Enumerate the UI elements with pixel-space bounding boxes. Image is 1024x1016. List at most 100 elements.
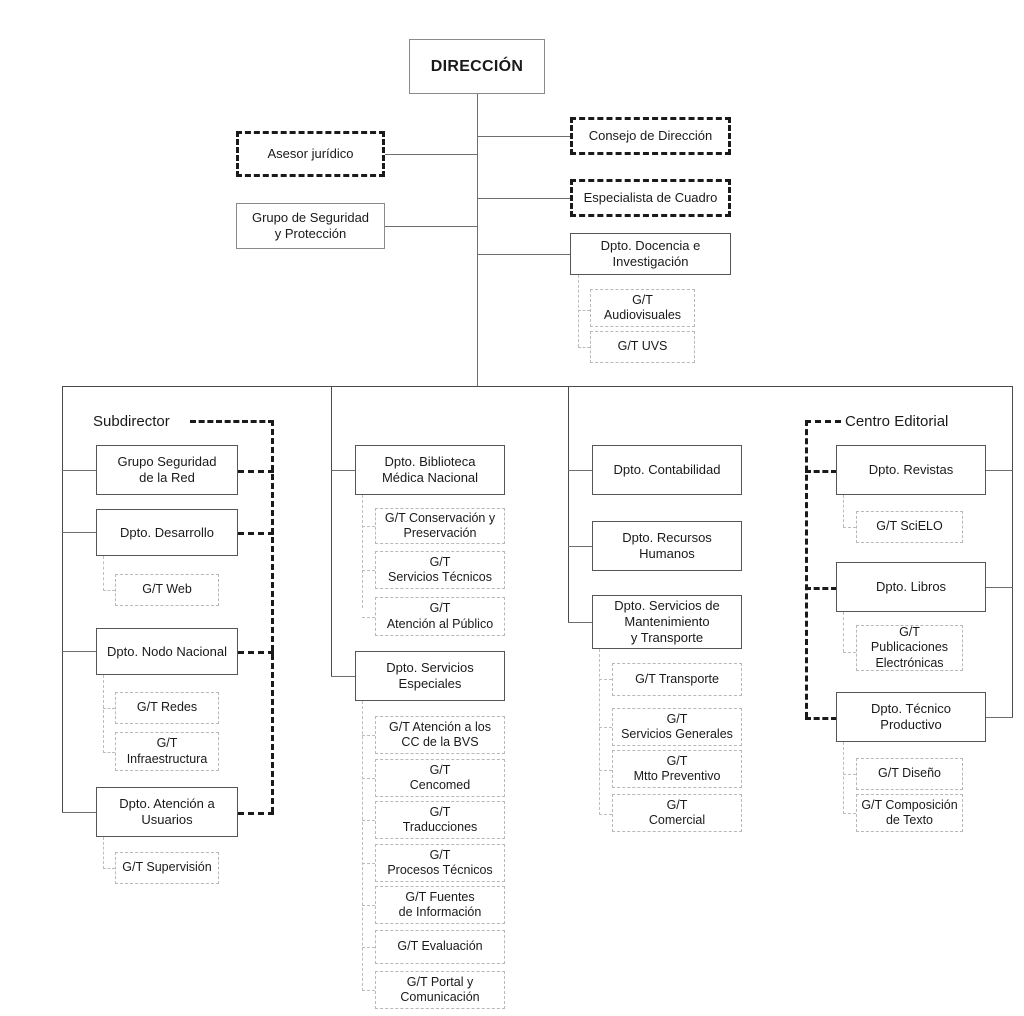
dashed-link-dpto-libros	[805, 587, 837, 590]
connector-gt-composicion-texto	[843, 813, 856, 814]
node-dpto-revistas[interactable]: Dpto. Revistas	[836, 445, 986, 495]
spine-atencion-groups	[103, 837, 104, 869]
connector-grupo-seguridad-red	[62, 470, 96, 471]
group-label-centro-editorial: Centro Editorial	[845, 413, 949, 430]
node-dpto-recursos-humanos[interactable]: Dpto. Recursos Humanos	[592, 521, 742, 571]
connector-dpto-nodo-nacional	[62, 651, 96, 652]
node-dpto-servicios-mantenimiento-transporte[interactable]: Dpto. Servicios de Mantenimiento y Trans…	[592, 595, 742, 649]
node-gt-redes[interactable]: G/T Redes	[115, 692, 219, 724]
node-dpto-biblioteca-medica-nacional[interactable]: Dpto. Biblioteca Médica Nacional	[355, 445, 505, 495]
node-gt-web[interactable]: G/T Web	[115, 574, 219, 606]
node-gt-transporte[interactable]: G/T Transporte	[612, 663, 742, 696]
node-gt-supervision[interactable]: G/T Supervisión	[115, 852, 219, 884]
connector-gt-publicaciones-electronicas	[843, 652, 856, 653]
node-gt-uvs[interactable]: G/T UVS	[590, 331, 695, 363]
node-gt-atencion-cc-bvs[interactable]: G/T Atención a los CC de la BVS	[375, 716, 505, 754]
node-dpto-desarrollo[interactable]: Dpto. Desarrollo	[96, 509, 238, 556]
connector-dpto-libros-right	[986, 587, 1013, 588]
node-dpto-docencia-investigacion[interactable]: Dpto. Docencia e Investigación	[570, 233, 731, 275]
node-consejo-direccion[interactable]: Consejo de Dirección	[570, 117, 731, 155]
spine-mantenimiento-groups	[599, 649, 600, 815]
node-dpto-nodo-nacional[interactable]: Dpto. Nodo Nacional	[96, 628, 238, 675]
connector-dpto-tecnico-productivo-right	[986, 717, 1013, 718]
spine-docencia-groups	[578, 275, 579, 347]
node-gt-mtto-preventivo[interactable]: G/T Mtto Preventivo	[612, 750, 742, 788]
connector-dpto-biblioteca	[331, 470, 355, 471]
connector-gt-atencion-cc-bvs	[362, 735, 375, 736]
trunk-line-main	[477, 94, 478, 386]
dashed-link-dpto-revistas	[805, 470, 837, 473]
node-dpto-tecnico-productivo[interactable]: Dpto. Técnico Productivo	[836, 692, 986, 742]
connector-consejo-direccion	[477, 136, 570, 137]
node-asesor-juridico[interactable]: Asesor jurídico	[236, 131, 385, 177]
node-gt-diseno[interactable]: G/T Diseño	[856, 758, 963, 790]
node-gt-atencion-al-publico[interactable]: G/T Atención al Público	[375, 597, 505, 636]
connector-gt-servicios-tecnicos	[362, 570, 375, 571]
dashed-link-dpto-tecnico-productivo	[805, 717, 837, 720]
dashed-bracket-subdirector-spine	[271, 420, 274, 813]
connector-dpto-servicios-mantenimiento	[568, 622, 592, 623]
node-gt-audiovisuales[interactable]: G/T Audiovisuales	[590, 289, 695, 327]
connector-gt-scielo	[843, 527, 856, 528]
spine-desarrollo-groups	[103, 556, 104, 591]
column-spine-biblioteca	[331, 386, 332, 677]
node-dpto-contabilidad[interactable]: Dpto. Contabilidad	[592, 445, 742, 495]
node-grupo-seguridad-proteccion[interactable]: Grupo de Seguridad y Protección	[236, 203, 385, 249]
node-dpto-atencion-usuarios[interactable]: Dpto. Atención a Usuarios	[96, 787, 238, 837]
node-dpto-libros[interactable]: Dpto. Libros	[836, 562, 986, 612]
connector-dpto-desarrollo	[62, 532, 96, 533]
connector-gt-conservacion	[362, 526, 375, 527]
connector-gt-portal-comunicacion	[362, 990, 375, 991]
node-gt-procesos-tecnicos[interactable]: G/T Procesos Técnicos	[375, 844, 505, 882]
node-gt-servicios-tecnicos[interactable]: G/T Servicios Técnicos	[375, 551, 505, 589]
node-gt-conservacion-preservacion[interactable]: G/T Conservación y Preservación	[375, 508, 505, 544]
group-label-subdirector: Subdirector	[93, 413, 170, 430]
node-gt-fuentes-de-informacion[interactable]: G/T Fuentes de Información	[375, 886, 505, 924]
connector-dpto-servicios-especiales	[331, 676, 355, 677]
connector-gt-procesos-tecnicos	[362, 863, 375, 864]
spine-libros-groups	[843, 612, 844, 652]
dashed-bracket-subdirector-top	[190, 420, 274, 423]
connector-gt-supervision	[103, 868, 115, 869]
connector-dpto-docencia	[477, 254, 570, 255]
dashed-bracket-centro-editorial-top	[805, 420, 841, 423]
connector-gt-fuentes-informacion	[362, 905, 375, 906]
connector-gt-web	[103, 590, 115, 591]
node-direccion[interactable]: DIRECCIÓN	[409, 39, 545, 94]
dashed-link-grupo-seguridad-red	[238, 470, 274, 473]
node-gt-comercial[interactable]: G/T Comercial	[612, 794, 742, 832]
spine-revistas-groups	[843, 495, 844, 527]
column-spine-administracion	[568, 386, 569, 623]
node-gt-cencomed[interactable]: G/T Cencomed	[375, 759, 505, 797]
spine-biblioteca-groups	[362, 495, 363, 608]
connector-gt-redes	[103, 708, 115, 709]
node-gt-composicion-de-texto[interactable]: G/T Composición de Texto	[856, 794, 963, 832]
node-gt-traducciones[interactable]: G/T Traducciones	[375, 801, 505, 839]
connector-dpto-contabilidad	[568, 470, 592, 471]
node-gt-scielo[interactable]: G/T SciELO	[856, 511, 963, 543]
dashed-link-dpto-desarrollo	[238, 532, 274, 535]
connector-gt-infraestructura	[103, 752, 115, 753]
node-gt-servicios-generales[interactable]: G/T Servicios Generales	[612, 708, 742, 746]
connector-gt-audiovisuales	[578, 310, 590, 311]
column-spine-centro-editorial	[1012, 386, 1013, 717]
connector-gt-uvs	[578, 347, 590, 348]
node-grupo-seguridad-red[interactable]: Grupo Seguridad de la Red	[96, 445, 238, 495]
node-gt-evaluacion[interactable]: G/T Evaluación	[375, 930, 505, 964]
node-especialista-cuadro[interactable]: Especialista de Cuadro	[570, 179, 731, 217]
main-horizontal-bus	[62, 386, 1013, 387]
spine-tecnico-groups	[843, 742, 844, 814]
node-gt-infraestructura[interactable]: G/T Infraestructura	[115, 732, 219, 771]
connector-gt-mtto-preventivo	[599, 770, 612, 771]
column-spine-subdirector	[62, 386, 63, 813]
connector-asesor-juridico	[385, 154, 477, 155]
connector-especialista-cuadro	[477, 198, 570, 199]
node-gt-portal-y-comunicacion[interactable]: G/T Portal y Comunicación	[375, 971, 505, 1009]
connector-gt-transporte	[599, 679, 612, 680]
node-gt-publicaciones-electronicas[interactable]: G/T Publicaciones Electrónicas	[856, 625, 963, 671]
spine-servicios-especiales-groups	[362, 701, 363, 991]
connector-gt-cencomed	[362, 778, 375, 779]
connector-dpto-atencion-usuarios	[62, 812, 96, 813]
node-dpto-servicios-especiales[interactable]: Dpto. Servicios Especiales	[355, 651, 505, 701]
